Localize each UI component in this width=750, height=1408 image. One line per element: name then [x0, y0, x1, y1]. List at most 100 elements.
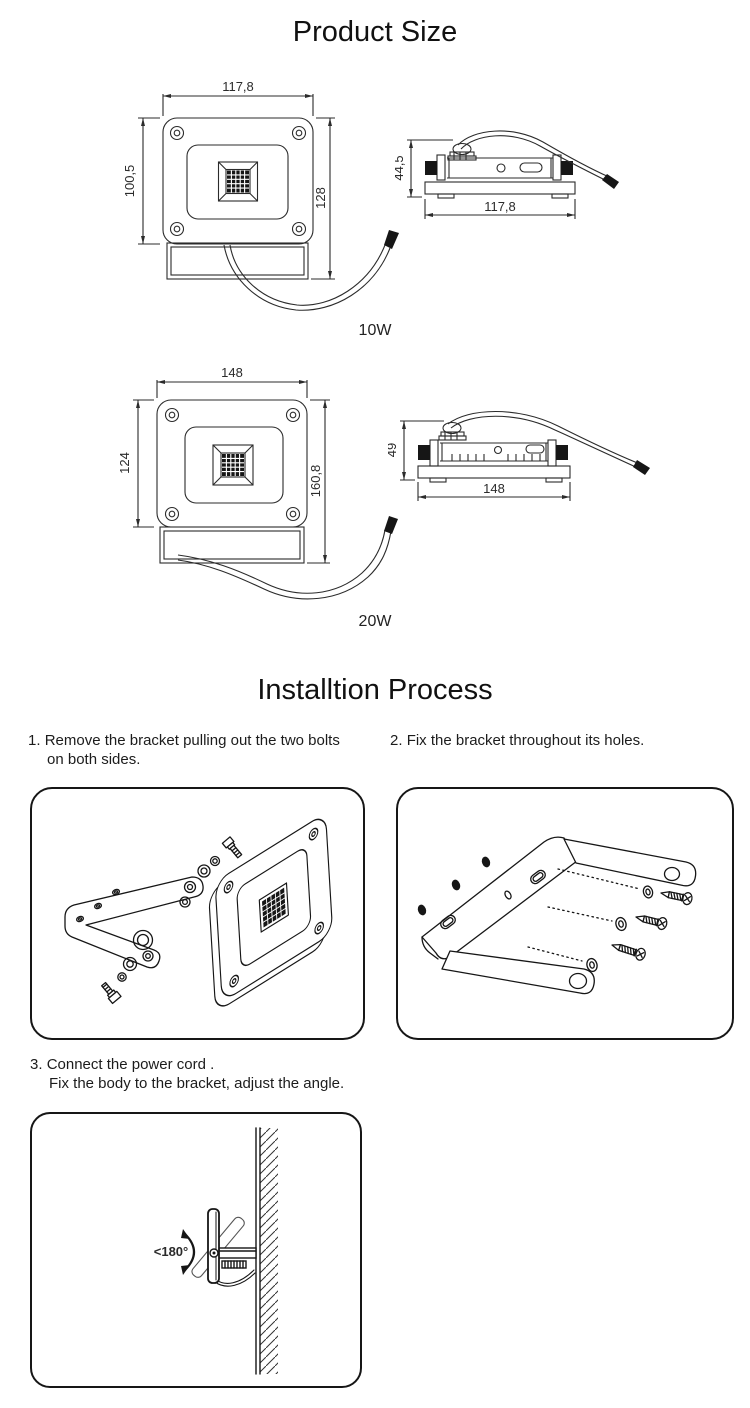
dim-extension-lines-top [156, 380, 308, 398]
corner-screws [164, 407, 301, 522]
cable-end [633, 460, 650, 475]
rotation-arrow [181, 1229, 196, 1275]
bracket-holes [142, 880, 197, 962]
wall-bracket-arm [217, 1247, 257, 1259]
inner-frame [184, 426, 284, 504]
inner-frame [186, 144, 289, 220]
cable-gland [438, 421, 467, 441]
upper-bolt [221, 836, 243, 859]
dim-label-20w-height-body: 124 [117, 452, 132, 474]
dim-label-10w-height-total: 128 [313, 187, 328, 209]
step1-number: 1. [28, 732, 41, 749]
page-title-installation: Installtion Process [257, 674, 493, 706]
led-chip-grid [222, 454, 244, 476]
led-chip-grid [227, 170, 249, 193]
body-hole [496, 163, 506, 173]
step3-diagram-box: <180° [30, 1112, 362, 1388]
dim-label-20w-height-total: 160,8 [308, 465, 323, 498]
side-bolt-right [556, 445, 568, 460]
wall-plug-holes [417, 856, 491, 916]
dim-extension-lines-top [162, 94, 314, 116]
dim-extension-lines-left [400, 420, 444, 481]
power-cable [447, 411, 650, 475]
bracket-upper-arm [563, 838, 697, 887]
floodlight-body-outline [162, 117, 314, 245]
plate-holes [440, 869, 546, 930]
step1-text-line2: on both sides. [47, 751, 141, 768]
page-title-product-size: Product Size [292, 16, 458, 48]
step2-text: Fix the bracket throughout its holes. [406, 732, 645, 749]
led-window [217, 161, 259, 202]
cable-end [384, 516, 398, 534]
step3-diagram: <180° [154, 1127, 278, 1375]
dim-label-10w-side-width: 117,8 [484, 199, 516, 214]
lower-arm-hole [568, 972, 588, 990]
side-bolt-left [418, 445, 430, 460]
base-plate [424, 181, 576, 199]
drawing-10w-side-view: 44,5 117,8 [395, 130, 619, 219]
dim-label-20w-side-width: 148 [483, 481, 505, 496]
wall [255, 1127, 278, 1375]
corner-screws [169, 125, 307, 237]
side-bolt-right [561, 161, 573, 175]
mounting-screws [611, 891, 693, 961]
bracket-bolt-heads [75, 888, 121, 923]
step3-caption: 3. Connect the power cord . Fix the body… [30, 1055, 430, 1093]
dim-label-10w-side-height: 44,5 [395, 155, 406, 180]
lower-washers [117, 929, 154, 982]
body-slot [525, 444, 545, 454]
step3-text: Connect the power cord . [46, 1056, 215, 1073]
bracket-lower-arm [441, 950, 595, 995]
lower-bolt [101, 981, 122, 1005]
body-hole [493, 445, 503, 455]
heatsink-fins [451, 454, 541, 461]
dim-label-10w-width: 117,8 [222, 82, 254, 94]
drawing-20w-side-view: 49 148 [388, 411, 650, 501]
step2-diagram-box [396, 787, 734, 1040]
cable-end [384, 230, 399, 249]
power-cord [214, 1269, 256, 1287]
bracket-bend-edge [421, 936, 439, 960]
dim-label-10w-height-body: 100,5 [122, 165, 137, 198]
dim-extension-lines-left [133, 399, 154, 528]
cable-gland [447, 142, 477, 161]
model-label-20w: 20W [358, 613, 392, 630]
mounting-bracket [159, 526, 305, 564]
base-plate [417, 465, 571, 483]
led-window [212, 444, 254, 486]
step1-caption: 1. Remove the bracket pulling out the tw… [28, 731, 388, 769]
dim-label-20w-side-height: 49 [388, 443, 399, 457]
upper-washers [179, 855, 221, 908]
step2-number: 2. [390, 732, 403, 749]
step3-number: 3. [30, 1056, 43, 1073]
step1-diagram [64, 818, 333, 1007]
alignment-dotted-lines [527, 868, 641, 962]
step2-caption: 2. Fix the bracket throughout its holes. [390, 731, 740, 750]
cable-end [602, 174, 619, 189]
pivot-center [212, 1251, 216, 1255]
mounting-bracket [166, 242, 309, 280]
power-cable [223, 230, 399, 311]
threaded-rod [221, 1260, 247, 1269]
angle-label: <180° [154, 1244, 188, 1259]
lamp-edge-on [207, 1208, 220, 1284]
bracket-plate [421, 836, 578, 960]
screw-washers [586, 885, 654, 973]
step1-text: Remove the bracket pulling out the two b… [44, 732, 340, 749]
floodlight-panel [208, 818, 333, 1007]
side-bolt-left [425, 161, 437, 175]
dim-extension-lines-left [407, 139, 453, 198]
drawing-10w-front-view: 117,8 100,5 128 [122, 82, 399, 311]
upper-arm-hole [663, 866, 681, 882]
step2-diagram [417, 836, 697, 995]
dim-extension-lines-left [138, 117, 160, 245]
step3-text-line2: Fix the body to the bracket, adjust the … [49, 1075, 345, 1092]
bracket-outline [64, 876, 204, 969]
step1-diagram-box [30, 787, 365, 1040]
drawing-20w-front-view: 148 124 160,8 [117, 365, 398, 600]
power-cable [177, 516, 398, 600]
body-slot [519, 162, 543, 173]
model-label-10w: 10W [358, 322, 392, 339]
power-cable [457, 130, 619, 189]
